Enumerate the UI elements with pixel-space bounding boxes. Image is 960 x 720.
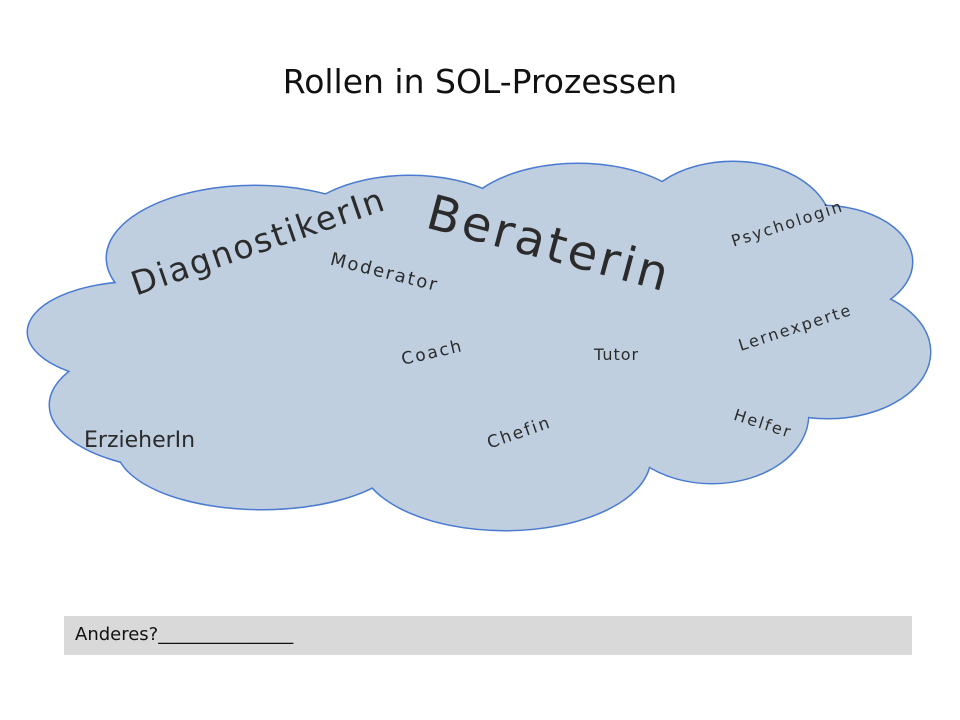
- slide-title: Rollen in SOL-Prozessen: [282, 62, 678, 101]
- word-tutor: Tutor: [594, 345, 640, 364]
- footer-text: Anderes?_______________: [75, 624, 294, 645]
- word-erzieher: ErzieherIn: [84, 428, 196, 453]
- footer-bar: Anderes?_______________: [64, 616, 912, 655]
